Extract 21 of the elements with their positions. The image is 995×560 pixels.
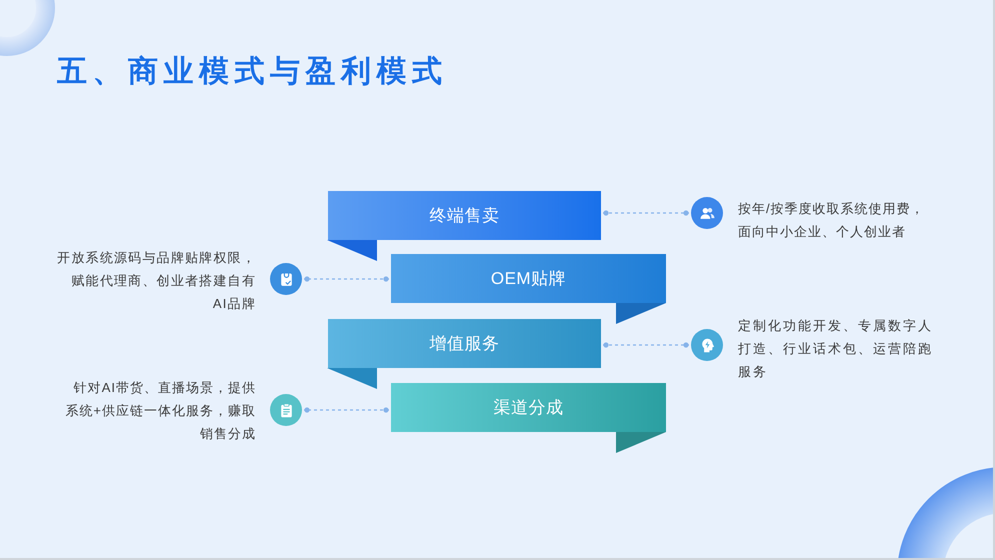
head-lightning-icon <box>691 329 723 361</box>
ribbon-bar <box>391 254 666 303</box>
clipboard-icon <box>270 394 302 426</box>
description-text: 开放系统源码与品牌贴牌权限，赋能代理商、创业者搭建自有AI品牌 <box>56 249 256 313</box>
dotted-connector <box>603 210 689 216</box>
stage-title: 终端售卖 <box>430 204 500 226</box>
stage-title: OEM贴牌 <box>490 268 566 290</box>
slide-title: 五、商业模式与盈利模式 <box>57 54 448 90</box>
ribbon-bar <box>391 383 666 432</box>
description-text: 针对AI带货、直播场景，提供系统+供应链一体化服务，赚取销售分成 <box>64 379 256 443</box>
ribbon-bar <box>328 319 601 368</box>
description-text: 按年/按季度收取系统使用费，面向中小企业、个人创业者 <box>738 200 926 241</box>
dotted-connector <box>304 276 389 282</box>
ribbon-bar <box>328 191 601 240</box>
users-icon <box>691 197 723 229</box>
clipboard-check-icon <box>270 263 302 295</box>
description-text: 定制化功能开发、专属数字人打造、行业话术包、运营陪跑服务 <box>738 317 934 381</box>
stage-title: 增值服务 <box>430 332 500 354</box>
dotted-connector <box>304 407 389 413</box>
stage-title: 渠道分成 <box>494 396 564 418</box>
dotted-connector <box>603 342 689 348</box>
